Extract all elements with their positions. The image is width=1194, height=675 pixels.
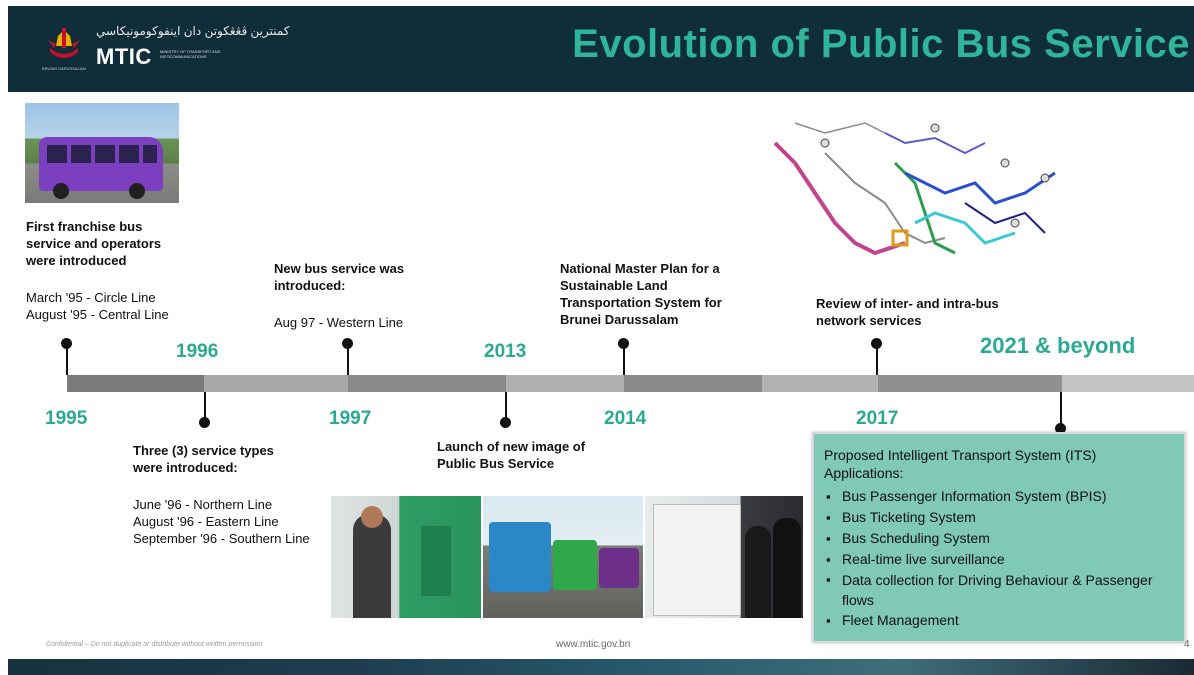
event-2013-title: Launch of new image of Public Bus Servic…: [437, 439, 586, 471]
page-number: 4: [1184, 639, 1190, 650]
timeline-segment-2: [204, 375, 348, 392]
logo-country-text: Brunei Darussalam: [42, 66, 86, 71]
marker-line-1996: [204, 392, 206, 420]
logo-ministry-text: Ministry of Transport and Infocommunicat…: [160, 49, 221, 59]
marker-dot-2013: [500, 417, 511, 428]
event-2017-title: Review of inter- and intra-bus network s…: [816, 296, 999, 328]
event-1997-detail-1: Aug 97 - Western Line: [274, 315, 404, 330]
timeline-segment-4: [506, 375, 624, 392]
event-1996-detail-1: June '96 - Northern Line: [133, 497, 273, 512]
its-item: Fleet Management: [826, 610, 1178, 631]
event-1995-title: First franchise bus service and operator…: [26, 219, 162, 268]
timeline-segment-6: [878, 375, 1062, 392]
year-2014: 2014: [604, 408, 647, 429]
marker-line-2013: [505, 392, 507, 420]
confidential-note: Confidential – Do not duplicate or distr…: [46, 641, 263, 648]
marker-dot-1997: [342, 338, 353, 349]
logo-mtic: MTIC: [96, 44, 152, 69]
event-2014-title: National Master Plan for a Sustainable L…: [560, 261, 722, 327]
launch-photo-2: [483, 496, 643, 618]
year-2017: 2017: [856, 408, 899, 429]
marker-dot-1996: [199, 417, 210, 428]
event-1996-title: Three (3) service types were introduced:: [133, 443, 274, 475]
marker-dot-2017: [871, 338, 882, 349]
marker-line-1997: [347, 344, 349, 375]
bottom-band: [8, 659, 1194, 675]
its-title: Proposed Intelligent Transport System (I…: [824, 447, 1097, 481]
event-1996-detail-2: August '96 - Eastern Line: [133, 514, 279, 529]
timeline-segment-7: [1062, 375, 1194, 392]
launch-photo-3: [645, 496, 803, 618]
its-item: Real-time live surveillance: [826, 549, 1178, 570]
launch-photos: [331, 496, 803, 618]
launch-photo-1: [331, 496, 481, 618]
page-title: Evolution of Public Bus Service: [572, 22, 1190, 66]
event-1996-detail-3: September '96 - Southern Line: [133, 531, 310, 546]
its-item: Data collection for Driving Behaviour & …: [826, 570, 1178, 610]
year-2013: 2013: [484, 341, 527, 362]
event-1995-detail-2: August '95 - Central Line: [26, 307, 169, 322]
header-bar: [8, 6, 1194, 92]
marker-line-2014: [623, 344, 625, 375]
marker-dot-2014: [618, 338, 629, 349]
marker-line-2017: [876, 344, 878, 375]
its-item: Bus Ticketing System: [826, 507, 1178, 528]
its-item: Bus Passenger Information System (BPIS): [826, 486, 1178, 507]
brunei-crest-icon: [48, 28, 80, 58]
event-1995-detail-1: March '95 - Circle Line: [26, 290, 156, 305]
year-1996: 1996: [176, 341, 219, 362]
event-1997-title: New bus service was introduced:: [274, 261, 405, 293]
year-1995: 1995: [45, 408, 88, 429]
marker-line-2021: [1060, 392, 1062, 426]
footer-url: www.mtic.gov.bn: [556, 639, 631, 650]
marker-line-1995: [66, 344, 68, 375]
marker-dot-2021: [1055, 423, 1066, 434]
purple-bus-photo: [25, 103, 179, 203]
bus-network-map: [765, 103, 1065, 283]
its-list: Bus Passenger Information System (BPIS) …: [826, 486, 1178, 631]
year-1997: 1997: [329, 408, 372, 429]
year-2021-beyond: 2021 & beyond: [980, 333, 1136, 358]
logo-jawi-text: کمنترين ڤڠڠکوتن دان اينفوکومونيکاسي: [96, 24, 290, 38]
marker-dot-1995: [61, 338, 72, 349]
its-item: Bus Scheduling System: [826, 528, 1178, 549]
